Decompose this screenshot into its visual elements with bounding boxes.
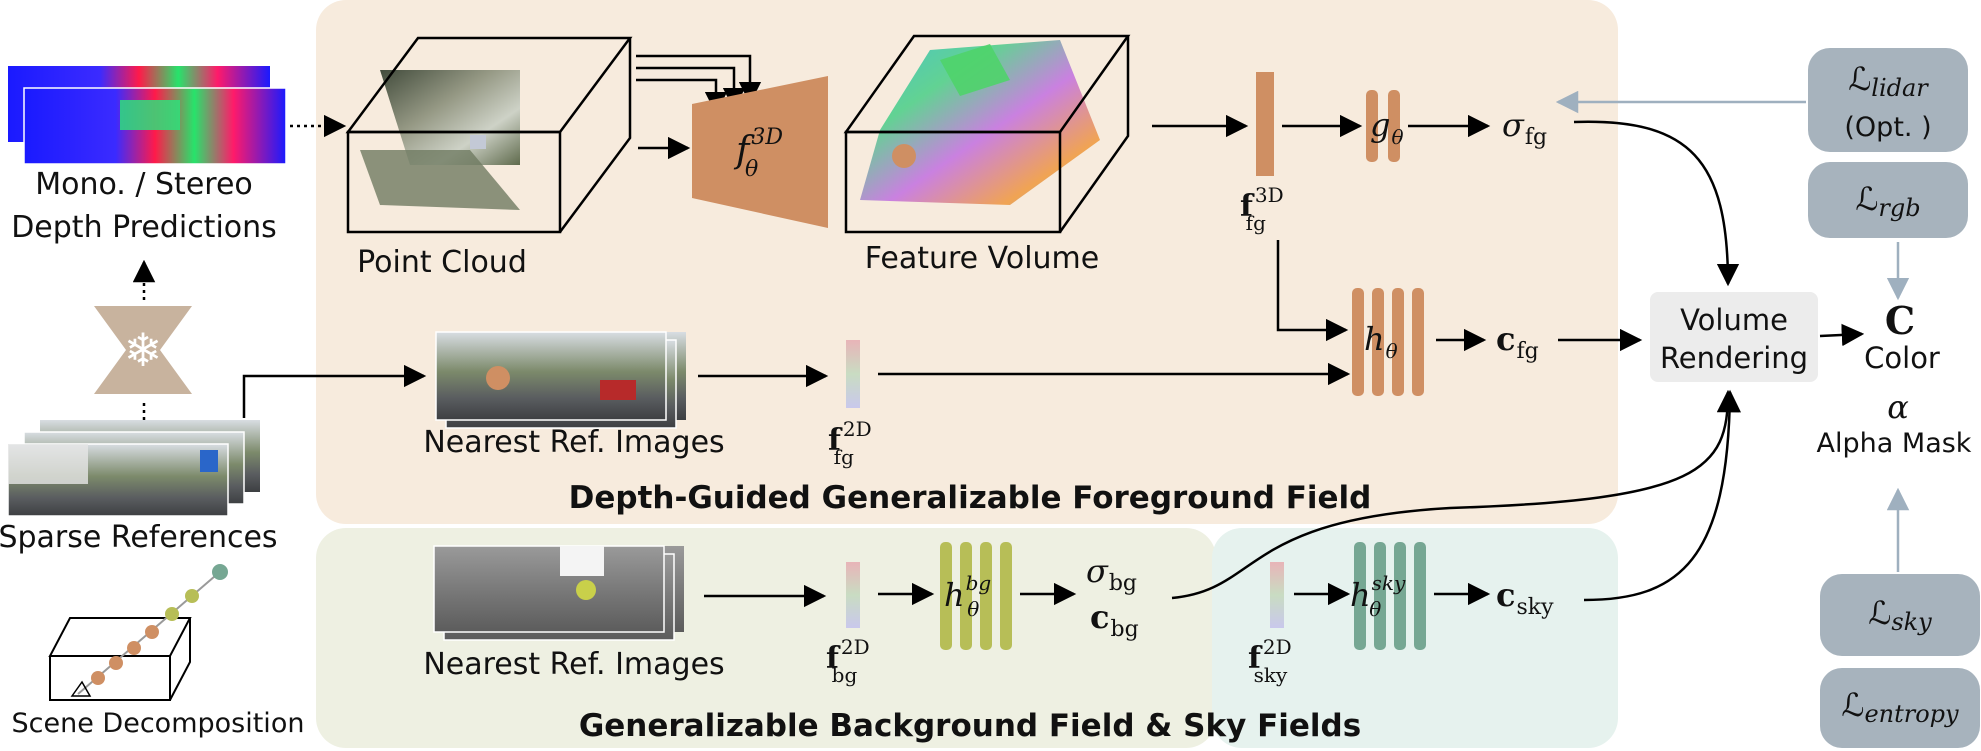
sparse-references-images xyxy=(7,420,260,517)
query-point-3d xyxy=(892,144,916,168)
background-title: Generalizable Background Field & Sky Fie… xyxy=(579,708,1361,744)
lidar-loss-label: ℒlidar xyxy=(1848,60,1929,102)
f3dfeat-to-h-arrow xyxy=(1276,240,1349,342)
c-fg-label: cfg xyxy=(1496,320,1539,364)
fg-nearest-label: Nearest Ref. Images xyxy=(423,425,724,460)
output-color-symbol: C xyxy=(1885,298,1915,343)
output-color-label: Color xyxy=(1864,341,1940,375)
sigma-fg-label: σfg xyxy=(1502,106,1547,150)
feature-volume-label: Feature Volume xyxy=(865,241,1099,276)
depth-label-line2: Depth Predictions xyxy=(11,210,277,245)
output-alpha-label: Alpha Mask xyxy=(1817,428,1972,459)
f3d-network-block xyxy=(692,76,828,228)
bg-to-render-curve xyxy=(1171,389,1740,600)
sigma-bg-label: σbg xyxy=(1086,552,1137,596)
depth-predictions-images xyxy=(8,66,287,165)
snowflake-icon: ❄ xyxy=(124,323,163,377)
sky-to-render-curve xyxy=(1583,389,1742,602)
h-network-label: hθ xyxy=(1364,320,1398,363)
render-to-output-arrow xyxy=(1819,323,1865,347)
c-bg-label: cbg xyxy=(1090,598,1139,642)
g-network-label: gθ xyxy=(1370,106,1404,149)
h-network-block xyxy=(1352,288,1424,396)
query-point-2d-fg xyxy=(486,366,510,390)
f2d-sky-feature-bar xyxy=(1270,562,1284,628)
h-sky-network-block xyxy=(1354,542,1426,650)
scene-decomposition-icon xyxy=(48,564,228,701)
sigma-to-render-curve xyxy=(1573,120,1740,287)
frozen-model-icon: ❄ xyxy=(94,306,192,394)
entropy-loss-box xyxy=(1820,668,1980,748)
output-alpha-symbol: α xyxy=(1887,388,1909,426)
lidar-loss-box xyxy=(1808,48,1968,152)
entropy-loss-label: ℒentropy xyxy=(1841,686,1959,728)
bg-nearest-ref-images xyxy=(433,545,684,641)
g-network-block xyxy=(1366,90,1400,162)
volume-rendering-label-1: Volume xyxy=(1680,303,1788,337)
f2d-bg-feature-bar xyxy=(846,562,860,628)
point-cloud-label: Point Cloud xyxy=(357,245,527,280)
rgb-loss-box xyxy=(1808,162,1968,238)
c-sky-label: csky xyxy=(1496,576,1554,620)
sparse-to-nearest-arrow xyxy=(242,364,427,418)
scene-decomposition-label: Scene Decomposition xyxy=(12,708,305,739)
feature-volume-cube xyxy=(843,34,1131,234)
lidar-opt-label: (Opt. ) xyxy=(1844,112,1931,143)
f2d-fg-feature-bar xyxy=(846,340,860,408)
sky-loss-box xyxy=(1820,574,1980,656)
point-cloud-cube xyxy=(345,36,633,234)
query-point-2d-bg xyxy=(576,580,596,600)
h-bg-network-block xyxy=(940,542,1012,650)
fg-nearest-ref-images xyxy=(435,331,686,429)
sparse-references-label: Sparse References xyxy=(0,520,278,555)
depth-label-line1: Mono. / Stereo xyxy=(35,167,253,202)
volume-rendering-box xyxy=(1650,292,1818,382)
rgb-loss-label: ℒrgb xyxy=(1855,180,1920,222)
foreground-title: Depth-Guided Generalizable Foreground Fi… xyxy=(569,480,1372,516)
sky-loss-label: ℒsky xyxy=(1868,594,1932,636)
volume-rendering-label-2: Rendering xyxy=(1660,341,1808,375)
f3d-feature-bar xyxy=(1256,72,1274,176)
bg-nearest-label: Nearest Ref. Images xyxy=(423,647,724,682)
